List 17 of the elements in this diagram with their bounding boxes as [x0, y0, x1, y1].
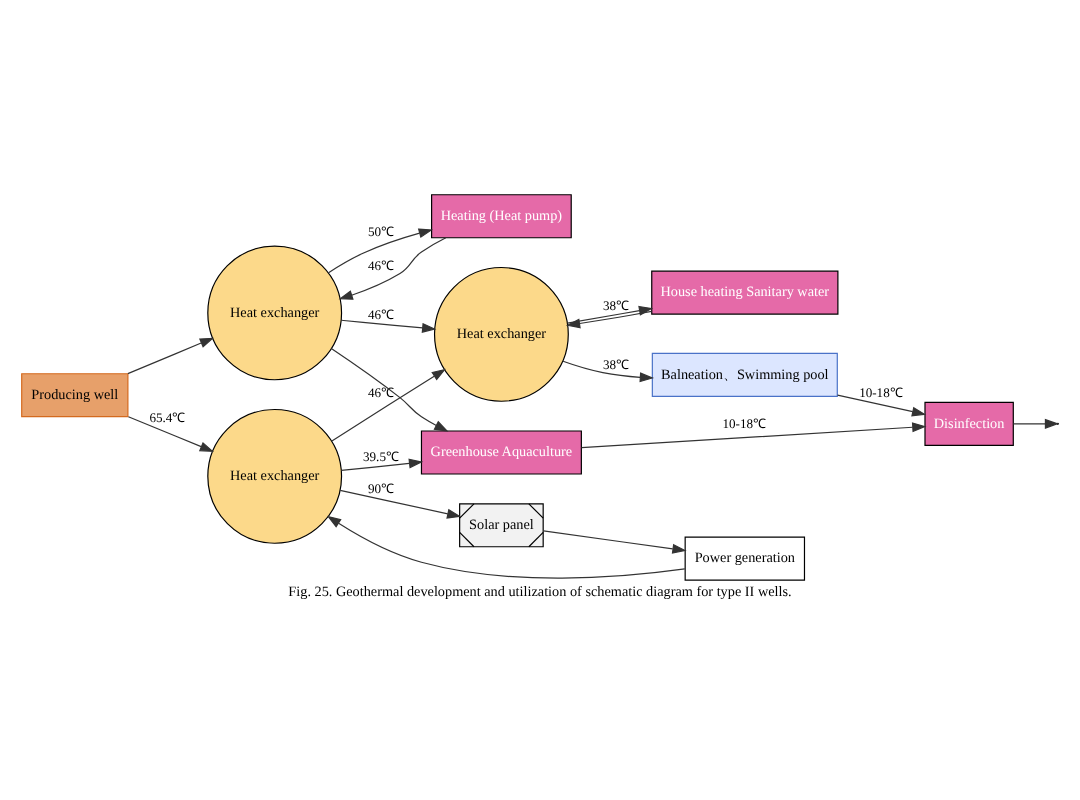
arrow	[338, 237, 447, 300]
arrow	[339, 489, 462, 519]
arrow	[326, 515, 686, 579]
arrow	[340, 458, 424, 471]
arrow	[127, 337, 215, 375]
arrow	[580, 422, 927, 449]
arrow	[562, 360, 655, 383]
arrow	[542, 530, 687, 554]
arrow	[127, 416, 215, 452]
arrow	[327, 228, 434, 274]
arrow	[331, 368, 447, 442]
arrow	[340, 319, 437, 333]
arrow	[1012, 418, 1060, 429]
arrow	[330, 347, 449, 432]
arrow	[565, 310, 653, 329]
arrow	[566, 305, 654, 324]
arrow	[836, 394, 927, 417]
